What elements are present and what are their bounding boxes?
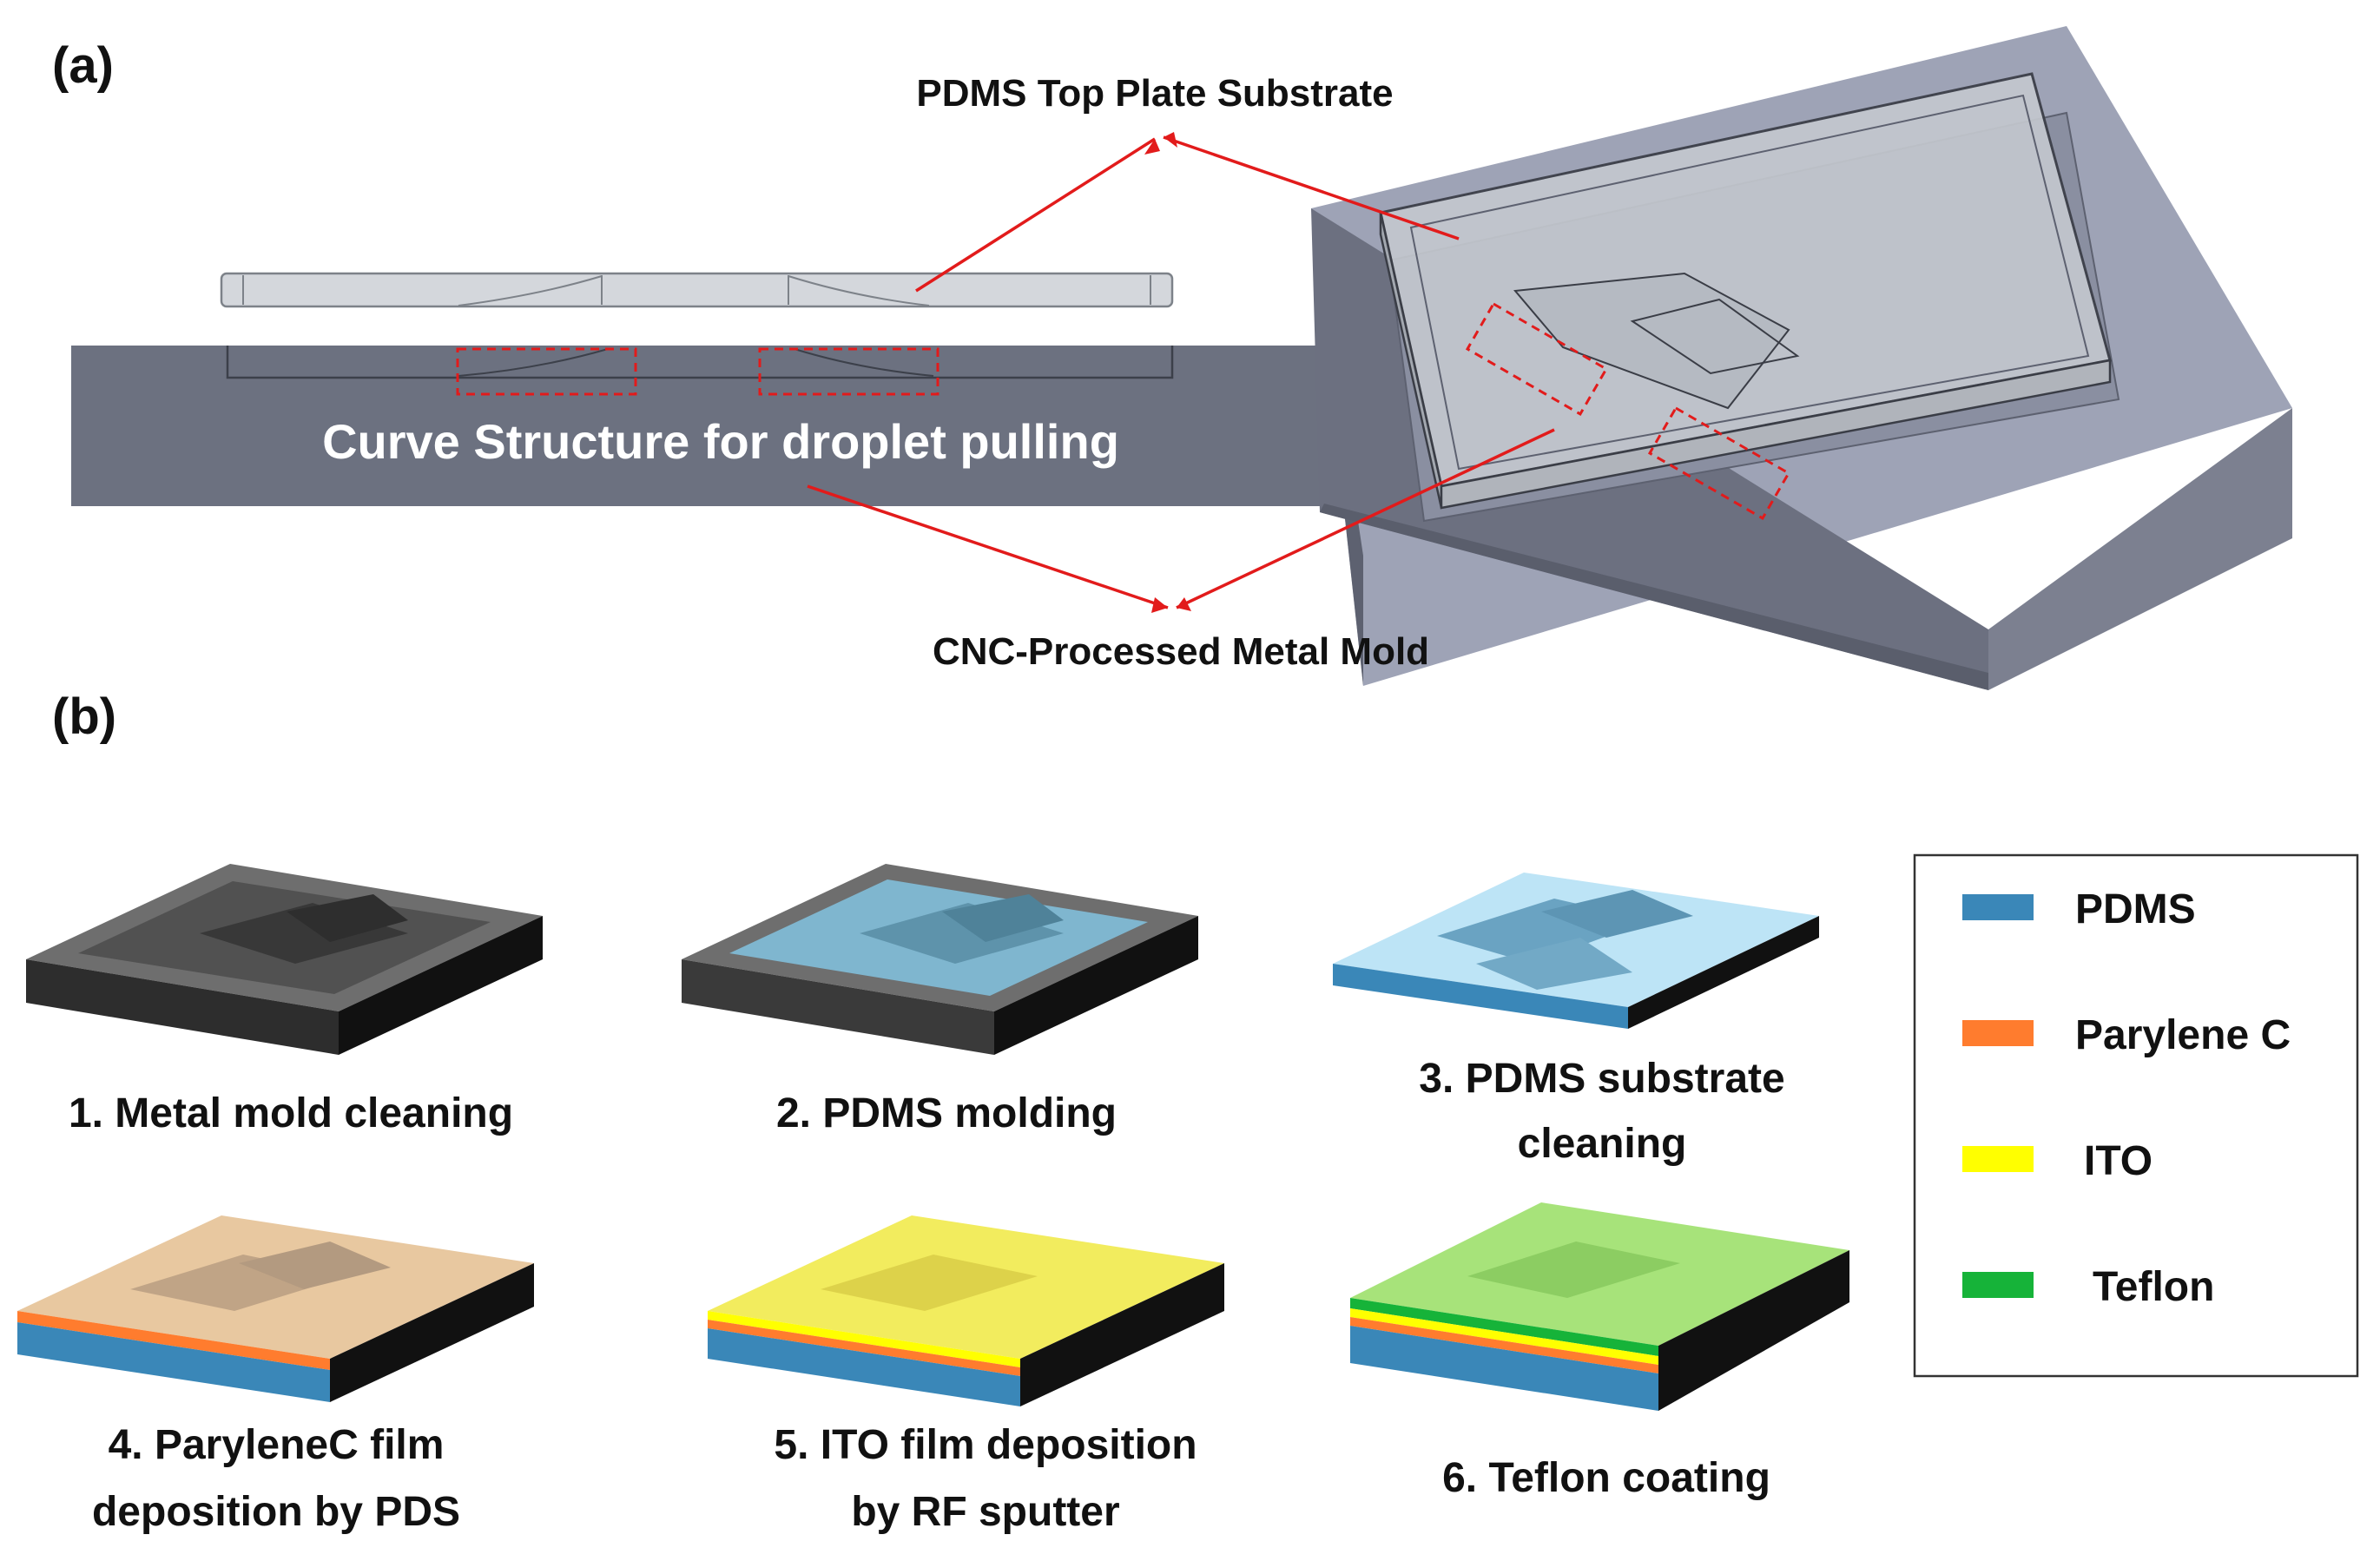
step1-label: 1. Metal mold cleaning (69, 1090, 513, 1136)
step4-label-line2: deposition by PDS (92, 1489, 460, 1535)
step4-label-line1: 4. ParyleneC film (109, 1422, 445, 1468)
step4-parylene-illustration (17, 1215, 534, 1402)
step3-label-line2: cleaning (1518, 1121, 1687, 1167)
panel-a-label: (a) (52, 37, 114, 94)
step3-label-line1: 3. PDMS substrate (1419, 1056, 1784, 1102)
pdms-callout-lines (915, 132, 1460, 293)
step5-label-line2: by RF sputter (851, 1489, 1119, 1535)
legend-swatch-pdms (1962, 894, 2034, 920)
legend-swatch-teflon (1962, 1272, 2034, 1298)
step5-ito-illustration (708, 1215, 1224, 1406)
step1-metal-mold-illustration (26, 864, 543, 1055)
legend-swatch-ito (1962, 1146, 2034, 1172)
step2-pdms-molding-illustration (682, 864, 1198, 1055)
curve-structure-caption: Curve Structure for droplet pulling (322, 414, 1119, 469)
curve-highlight-box-right (758, 347, 939, 396)
metal-mold-3d-view (1311, 26, 2292, 690)
legend: PDMS Parylene C ITO Teflon (1913, 853, 2359, 1378)
legend-label-ito: ITO (2084, 1138, 2153, 1184)
step2-label: 2. PDMS molding (776, 1090, 1117, 1136)
curve-highlight-box-left (456, 347, 637, 396)
pdms-top-plate-label: PDMS Top Plate Substrate (916, 72, 1393, 115)
legend-label-pdms: PDMS (2075, 886, 2196, 932)
legend-swatch-parylene (1962, 1020, 2034, 1046)
step6-label: 6. Teflon coating (1442, 1455, 1770, 1501)
legend-label-teflon: Teflon (2093, 1264, 2214, 1310)
legend-label-parylene: Parylene C (2075, 1012, 2291, 1058)
panel-b-label: (b) (52, 688, 116, 745)
step3-pdms-substrate-illustration (1333, 873, 1819, 1029)
cnc-mold-label: CNC-Processed Metal Mold (933, 630, 1429, 673)
pdms-top-plate-side-view (220, 272, 1174, 308)
cnc-callout-lines (807, 428, 1555, 613)
step6-teflon-illustration (1350, 1202, 1849, 1411)
metal-mold-side-view: Curve Structure for droplet pulling (71, 346, 1339, 506)
step5-label-line1: 5. ITO film deposition (774, 1422, 1197, 1468)
